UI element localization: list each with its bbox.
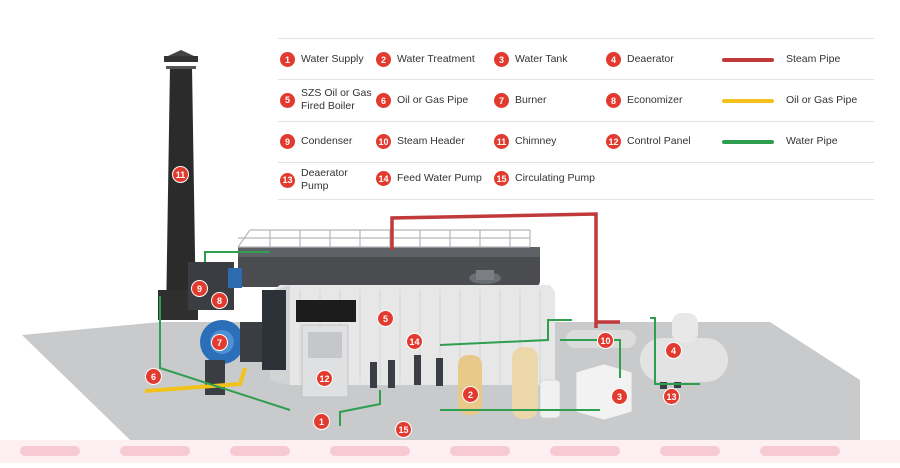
legend-number-badge: 15	[494, 171, 509, 186]
legend-number-badge: 14	[376, 171, 391, 186]
legend-pipe-label: Water Pipe	[786, 135, 838, 147]
scene-badge-1: 1	[313, 413, 330, 430]
legend-label: Water Tank	[515, 53, 568, 65]
legend-item: 15 Circulating Pump	[494, 171, 595, 186]
legend-item: 10 Steam Header	[376, 134, 465, 149]
legend-row: 5 SZS Oil or Gas Fired Boiler 6 Oil or Gas…	[278, 79, 874, 122]
legend-item: 14 Feed Water Pump	[376, 171, 482, 186]
legend-label: Control Panel	[627, 135, 691, 147]
legend-number-badge: 8	[606, 93, 621, 108]
scene-badge-8: 8	[211, 292, 228, 309]
legend-label: Chimney	[515, 135, 557, 147]
legend-item: 7 Burner	[494, 93, 547, 108]
legend-pipe-label: Steam Pipe	[786, 53, 841, 65]
legend-pipe-label: Oil or Gas Pipe	[786, 94, 858, 106]
legend-label: Deaerator	[627, 53, 674, 65]
scene-badge-12: 12	[316, 370, 333, 387]
legend-label: Deaerator Pump	[301, 167, 348, 192]
legend-label: Steam Header	[397, 135, 465, 147]
legend-item: 11 Chimney	[494, 134, 556, 149]
boiler-drum	[238, 247, 540, 287]
legend-item: 4 Deaerator	[606, 52, 674, 67]
steam-pipe-swatch	[722, 57, 774, 62]
legend-pipe: Oil or Gas Pipe	[722, 94, 857, 107]
legend-label: Economizer	[627, 94, 683, 106]
legend-number-badge: 12	[606, 134, 621, 149]
water-pipes	[159, 251, 700, 426]
legend-label: Burner	[515, 94, 547, 106]
scene-badge-2: 2	[462, 386, 479, 403]
boiler-front-door	[262, 290, 286, 370]
legend-label: Oil or Gas Pipe	[397, 94, 469, 106]
scene-badge-9: 9	[191, 280, 208, 297]
legend-item: 6 Oil or Gas Pipe	[376, 93, 468, 108]
legend-row: 9 Condenser 10 Steam Header 11 Chimney 12 Co…	[278, 122, 874, 163]
scene-badge-4: 4	[665, 342, 682, 359]
legend-number-badge: 1	[280, 52, 295, 67]
scene-badge-7: 7	[211, 334, 228, 351]
scene-badge-10: 10	[597, 332, 614, 349]
legend-item: 8 Economizer	[606, 93, 682, 108]
legend: 1 Water Supply 2 Water Treatment 3 Water Ta…	[278, 38, 874, 200]
top-railing	[237, 229, 531, 248]
scene-badge-15: 15	[395, 421, 412, 438]
legend-number-badge: 5	[280, 92, 295, 108]
legend-number-badge: 11	[494, 134, 509, 149]
legend-item: 3 Water Tank	[494, 52, 568, 67]
legend-pipe: Water Pipe	[722, 135, 838, 148]
scene-badge-14: 14	[406, 333, 423, 350]
scene-badge-13: 13	[663, 388, 680, 405]
scene-badge-3: 3	[611, 388, 628, 405]
legend-number-badge: 3	[494, 52, 509, 67]
legend-label: SZS Oil or Gas Fired Boiler	[301, 87, 372, 112]
water-treatment-tanks	[458, 347, 561, 419]
water-pipe-swatch	[722, 139, 774, 144]
steam-pipes	[390, 212, 620, 328]
legend-label: Circulating Pump	[515, 172, 595, 184]
legend-item: 12 Control Panel	[606, 134, 691, 149]
legend-row: 13 Deaerator Pump 14 Feed Water Pump 15 Cir…	[278, 163, 874, 200]
legend-item: 13 Deaerator Pump	[280, 167, 361, 193]
legend-label: Water Treatment	[397, 53, 475, 65]
legend-row: 1 Water Supply 2 Water Treatment 3 Water Ta…	[278, 38, 874, 80]
legend-label: Water Supply	[301, 53, 364, 65]
legend-number-badge: 13	[280, 172, 295, 188]
legend-number-badge: 7	[494, 93, 509, 108]
oil-pipe-swatch	[722, 98, 774, 103]
deaerator	[640, 313, 728, 382]
legend-number-badge: 10	[376, 134, 391, 149]
legend-item: 1 Water Supply	[280, 52, 364, 67]
legend-number-badge: 4	[606, 52, 621, 67]
legend-number-badge: 2	[376, 52, 391, 67]
scene-badge-6: 6	[145, 368, 162, 385]
legend-item: 2 Water Treatment	[376, 52, 475, 67]
legend-pipe: Steam Pipe	[722, 53, 840, 66]
legend-number-badge: 6	[376, 93, 391, 108]
legend-number-badge: 9	[280, 134, 295, 149]
water-tank	[575, 363, 633, 421]
legend-label: Feed Water Pump	[397, 172, 482, 184]
legend-label: Condenser	[301, 135, 353, 147]
legend-item: 5 SZS Oil or Gas Fired Boiler	[280, 87, 373, 113]
scene-badge-11: 11	[172, 166, 189, 183]
watermark-band	[0, 440, 900, 463]
scene-badge-5: 5	[377, 310, 394, 327]
legend-item: 9 Condenser	[280, 134, 352, 149]
oil-pipes	[144, 367, 247, 393]
